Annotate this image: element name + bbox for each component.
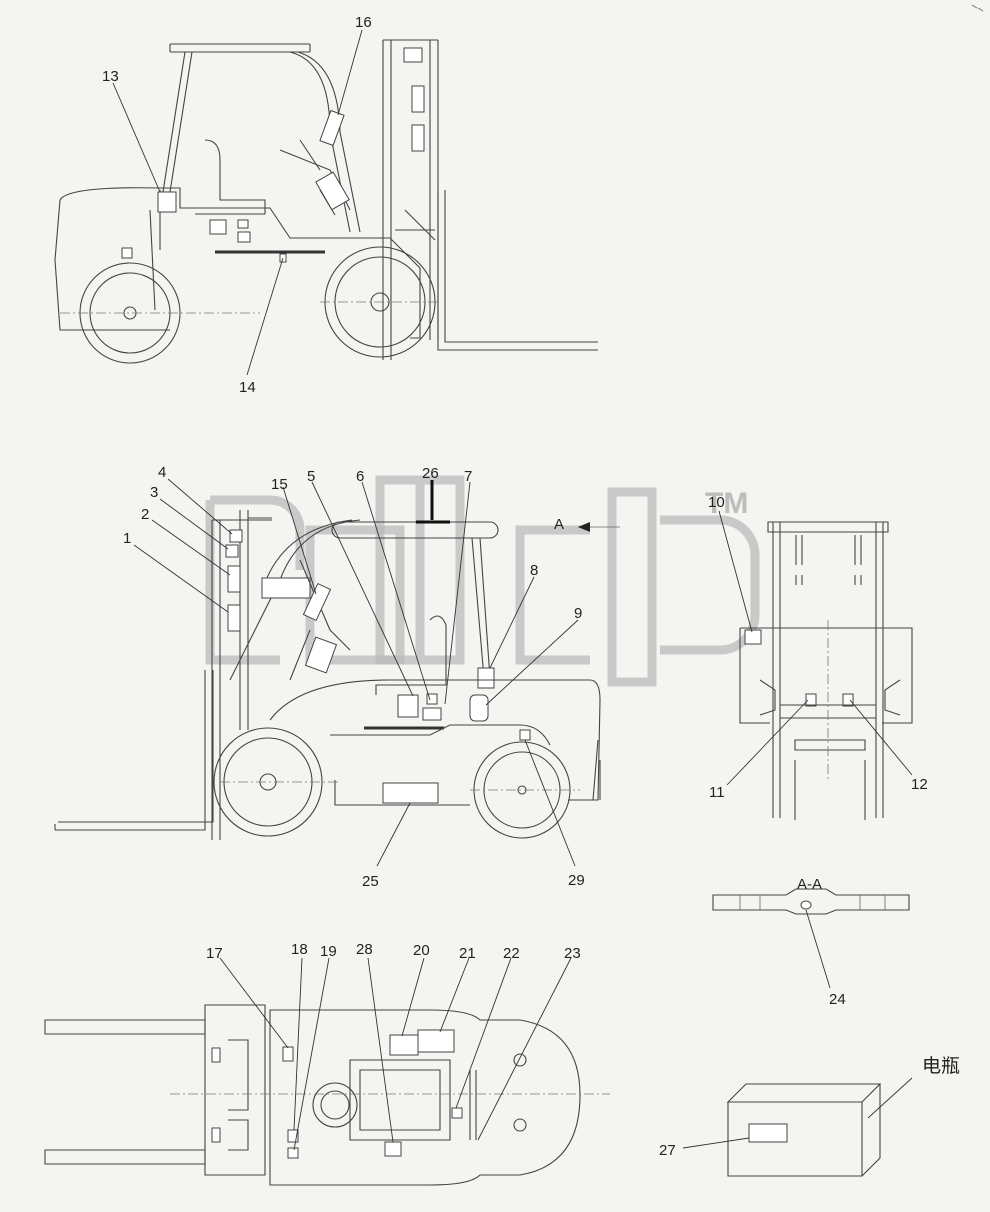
callout-21: 21 — [459, 945, 476, 962]
callout-20: 20 — [413, 942, 430, 959]
callout-14: 14 — [239, 379, 256, 396]
callout-3: 3 — [150, 484, 158, 501]
callout-13: 13 — [102, 68, 119, 85]
callout-12: 12 — [911, 776, 928, 793]
callout-25: 25 — [362, 873, 379, 890]
callout-4: 4 — [158, 464, 166, 481]
callout-19: 19 — [320, 943, 337, 960]
callout-18: 18 — [291, 941, 308, 958]
callout-17: 17 — [206, 945, 223, 962]
callout-24: 24 — [829, 991, 846, 1008]
callout-28: 28 — [356, 941, 373, 958]
corner-mark — [971, 4, 984, 12]
callout-5: 5 — [307, 468, 315, 485]
callout-22: 22 — [503, 945, 520, 962]
callout-15: 15 — [271, 476, 288, 493]
callout-11: 11 — [709, 784, 725, 801]
callout-26: 26 — [422, 465, 439, 482]
arrow-a-label: A — [554, 516, 564, 533]
watermark-tm: TM — [705, 487, 748, 520]
rear-view — [718, 510, 913, 820]
side-view-top — [54, 29, 598, 376]
battery-label: 电瓶 — [922, 1055, 960, 1077]
callout-6: 6 — [356, 468, 364, 485]
callout-9: 9 — [574, 605, 582, 622]
section-a-a: A-A — [712, 876, 910, 989]
side-view-middle — [54, 478, 620, 867]
top-view — [44, 957, 610, 1186]
callout-29: 29 — [568, 872, 585, 889]
section-a-a-label: A-A — [797, 876, 822, 893]
battery-view: 电瓶 — [682, 1055, 960, 1177]
callout-1: 1 — [123, 530, 131, 547]
callout-23: 23 — [564, 945, 581, 962]
callout-27: 27 — [659, 1142, 676, 1159]
watermark-logo: TM — [205, 475, 760, 687]
callout-10: 10 — [708, 494, 725, 511]
callout-8: 8 — [530, 562, 538, 579]
callout-16: 16 — [355, 14, 372, 31]
callout-7: 7 — [464, 468, 472, 485]
callout-labels: 1 2 3 4 5 6 7 8 9 10 11 12 13 14 15 16 1… — [102, 14, 928, 1159]
callout-2: 2 — [141, 506, 149, 523]
